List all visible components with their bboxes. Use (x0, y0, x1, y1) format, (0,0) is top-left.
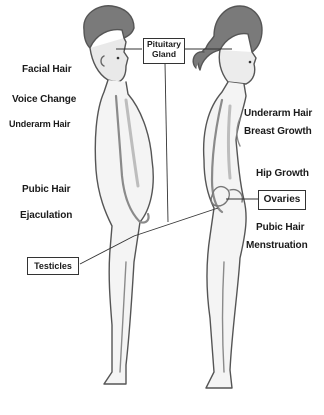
male-head (90, 38, 128, 82)
label-underarm-hair-female: Underarm Hair (244, 108, 312, 120)
label-pubic-hair-male: Pubic Hair (22, 184, 70, 196)
testicles-label: Testicles (34, 261, 72, 271)
female-head (219, 50, 256, 84)
label-hip-growth: Hip Growth (256, 168, 309, 180)
female-figure (193, 6, 262, 388)
ovaries-box: Ovaries (258, 190, 306, 210)
label-voice-change: Voice Change (12, 94, 76, 106)
label-breast-growth: Breast Growth (244, 126, 312, 138)
label-pubic-hair-female: Pubic Hair (256, 222, 304, 234)
label-menstruation: Menstruation (246, 240, 308, 252)
pituitary-label-line2: Gland (144, 49, 184, 59)
male-body (95, 80, 153, 384)
label-underarm-hair-male: Underarm Hair (9, 118, 70, 130)
testicles-box: Testicles (27, 257, 79, 275)
ovaries-label: Ovaries (264, 194, 301, 205)
pituitary-gland-box: Pituitary Gland (143, 38, 185, 64)
label-ejaculation: Ejaculation (20, 210, 72, 222)
label-facial-hair: Facial Hair (22, 64, 71, 76)
pituitary-label-line1: Pituitary (144, 39, 184, 49)
female-body (204, 82, 246, 388)
